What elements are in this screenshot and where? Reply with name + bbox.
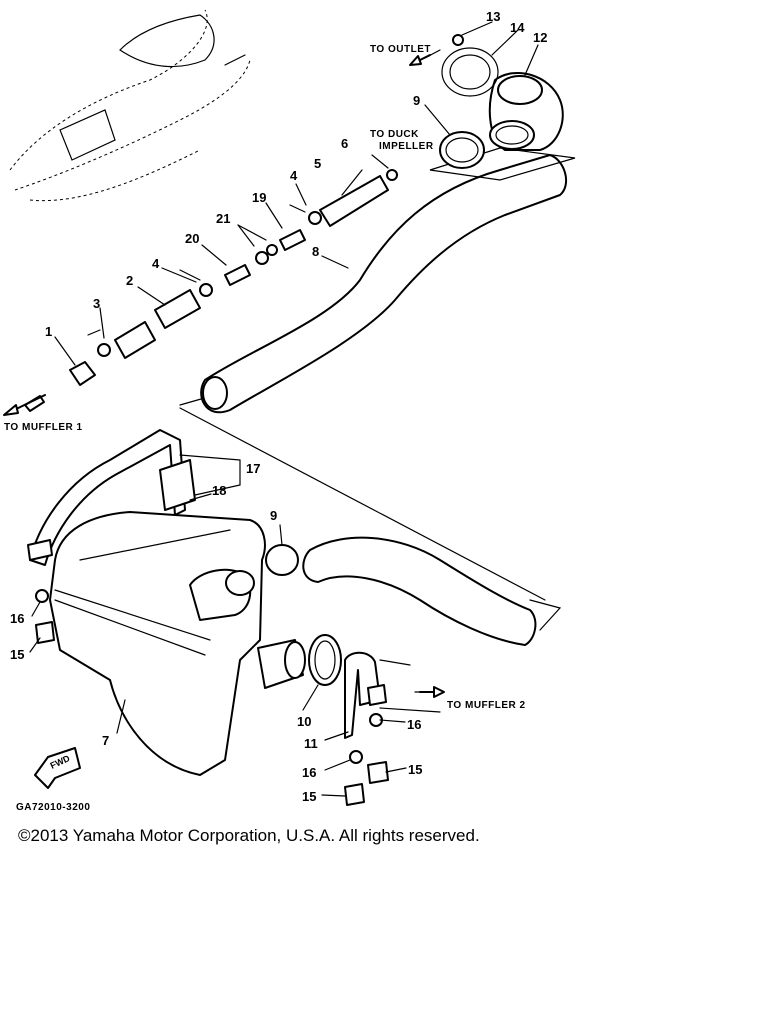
strap-11-and-fasteners [35,589,441,806]
muffler-7 [49,511,306,776]
callout-17: 17 [246,461,260,476]
exploded-parts-diagram: FWD [3,9,576,813]
callout-18: 18 [212,483,226,498]
callout-11: 11 [304,736,318,751]
diagram-reference-code: GA72010-3200 [16,802,90,813]
hose-clamp-9-upper [439,131,485,169]
callout-16-right: 16 [407,717,421,732]
callout-16-left: 16 [10,611,24,626]
callout-10: 10 [297,714,311,729]
callout-20: 20 [185,231,199,246]
callout-1: 1 [45,324,52,339]
to-outlet-label: TO OUTLET [370,44,431,55]
callout-9-lower: 9 [270,508,277,523]
callout-21: 21 [216,211,230,226]
to-duct-impeller-label-line2: IMPELLER [379,141,434,152]
upper-exhaust-hose-8 [200,147,576,414]
callout-numbers: 13 14 12 9 6 5 4 19 21 20 4 2 3 1 8 17 1… [10,9,547,804]
callout-14: 14 [510,20,525,35]
callout-3: 3 [93,296,100,311]
callout-4-lower: 4 [152,256,160,271]
callout-12: 12 [533,30,547,45]
outlet-elbow-12 [424,34,564,151]
to-muffler-2-label: TO MUFFLER 2 [447,700,526,711]
callout-15-bottom: 15 [302,789,316,804]
direction-arrows [3,54,445,698]
callout-6: 6 [341,136,348,151]
callout-4-upper: 4 [290,168,298,183]
callout-16-center: 16 [302,765,316,780]
callout-13: 13 [486,9,500,24]
to-duct-impeller-label-line1: TO DUCK [370,129,419,140]
callout-15-left: 15 [10,647,24,662]
callout-5: 5 [314,156,321,171]
callout-9-upper: 9 [413,93,420,108]
callout-2: 2 [126,273,133,288]
forward-direction-indicator: FWD [34,747,81,789]
direction-labels: TO OUTLET TO DUCK IMPELLER TO MUFFLER 1 … [4,44,526,711]
watercraft-sketch [9,9,251,202]
callout-15-right: 15 [408,762,422,777]
callout-7: 7 [102,733,109,748]
callout-8: 8 [312,244,319,259]
muffler-bracket-17 [27,429,196,566]
callout-19: 19 [252,190,266,205]
cooling-hose-assembly [24,169,398,412]
to-muffler-1-label: TO MUFFLER 1 [4,422,83,433]
copyright-notice: ©2013 Yamaha Motor Corporation, U.S.A. A… [18,826,480,845]
